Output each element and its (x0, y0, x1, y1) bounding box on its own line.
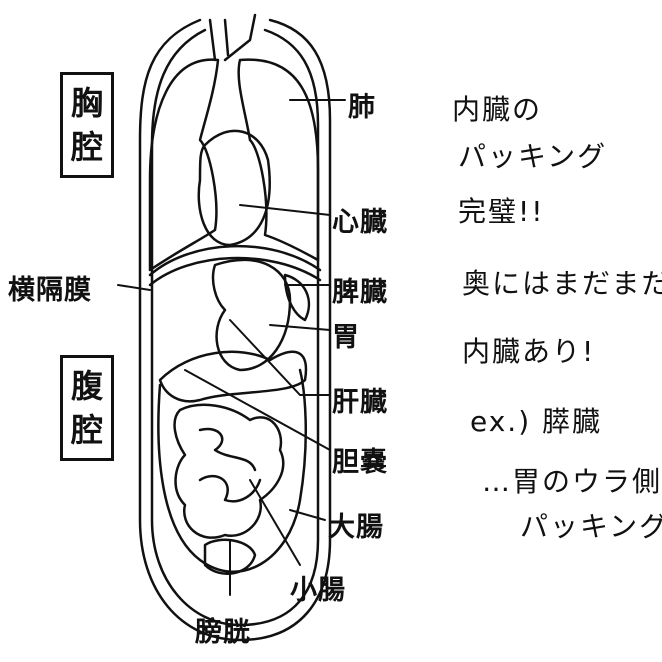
note-line-8: パッキング (520, 510, 662, 543)
liver (158, 350, 308, 403)
large-intestine (157, 368, 308, 573)
label-small-intestine: 小腸 (290, 575, 346, 606)
note-line-5: 内臓あり! (462, 335, 596, 368)
label-heart: 心臓 (332, 207, 388, 238)
note-line-1: 内臓の (452, 93, 543, 126)
body-inner-outline (150, 28, 320, 627)
label-spleen: 脾臓 (332, 277, 388, 308)
bladder (203, 538, 257, 575)
leader-lines (117, 99, 346, 596)
label-gallbladder: 胆嚢 (332, 447, 388, 478)
label-stomach: 胃 (332, 322, 360, 353)
trachea (208, 13, 257, 62)
note-line-3: 完璧!! (458, 195, 545, 228)
right-lung (237, 58, 320, 262)
body-outline (138, 18, 332, 642)
heart (197, 129, 271, 247)
diaphragm (148, 245, 322, 287)
label-liver: 肝臓 (332, 387, 388, 418)
note-line-2: パッキング (458, 140, 608, 173)
stomach (211, 258, 292, 372)
spleen (283, 273, 311, 322)
chest-cavity-label: 胸腔 (60, 72, 114, 178)
label-diaphragm: 横隔膜 (8, 275, 92, 306)
note-line-7: …胃のウラ側に (482, 465, 662, 498)
left-lung (148, 58, 220, 272)
note-line-6: ex.) 膵臓 (470, 405, 603, 438)
label-lung: 肺 (348, 92, 376, 123)
note-line-4: 奥にはまだまだ (462, 267, 662, 300)
label-bladder: 膀胱 (195, 617, 251, 648)
small-intestine (173, 403, 285, 539)
abdominal-cavity-label: 腹腔 (60, 355, 114, 461)
label-large-intestine: 大腸 (328, 512, 384, 543)
